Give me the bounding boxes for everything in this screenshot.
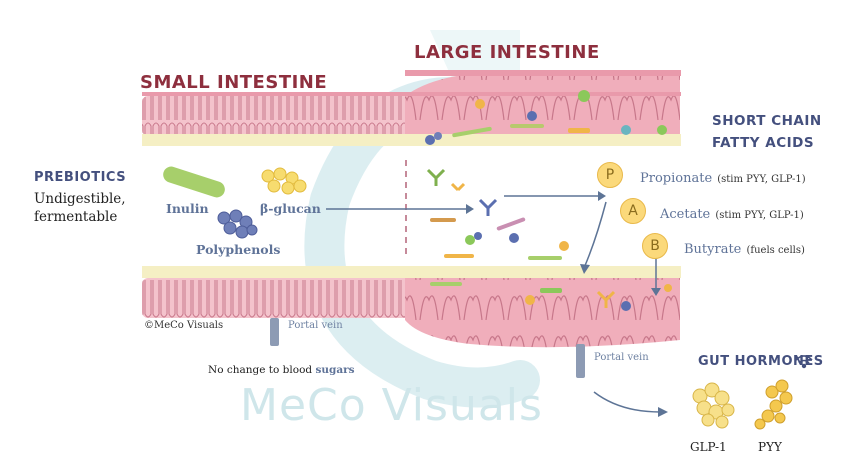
inulin-molecule [163,166,225,198]
portal-vein-large-label: Portal vein [594,352,649,363]
watermark-text: MeCo Visuals [240,380,543,431]
pyy-molecule [754,379,793,430]
propionate-name: Propionate [640,171,713,186]
butyrate-row: Butyrate (fuels cells) [684,238,805,257]
inulin-label: Inulin [166,201,209,216]
bacteria-particles [425,90,672,311]
upper-intestine-wall [142,70,681,146]
propionate-badge: P [597,162,623,188]
acetate-name: Acetate [660,207,711,222]
portal-vein-small [270,318,279,346]
wifi-signal-icon [795,355,813,369]
prebiotics-desc-line1: Undigestible, [34,191,126,207]
gut-hormones-title: GUT HORMONES [698,354,824,369]
copyright-label: ©MeCo Visuals [144,320,224,331]
beta-glucan-molecule [261,167,307,195]
acetate-row: Acetate (stim PYY, GLP-1) [660,203,804,222]
no-change-note: No change to blood sugars [208,364,355,376]
pyy-label: PYY [758,440,782,454]
prebiotics-desc-line2: fermentable [34,209,118,225]
beta-glucan-label: β-glucan [260,201,321,216]
acetate-badge: A [620,198,646,224]
portal-vein-small-label: Portal vein [288,320,343,331]
lower-intestine-wall [142,266,681,348]
polyphenols-molecule [217,209,258,239]
butyrate-badge: B [642,233,668,259]
prebiotics-description: Undigestible, fermentable [34,190,126,226]
small-intestine-title: SMALL INTESTINE [140,72,328,93]
propionate-row: Propionate (stim PYY, GLP-1) [640,167,806,186]
glp1-label: GLP-1 [690,440,727,454]
glp1-molecule [692,382,735,429]
scfa-title: SHORT CHAIN FATTY ACIDS [712,110,822,154]
large-intestine-title: LARGE INTESTINE [414,42,600,63]
propionate-note: (stim PYY, GLP-1) [717,174,806,185]
no-change-bold: sugars [315,364,355,376]
butyrate-note: (fuels cells) [746,245,805,256]
butyrate-name: Butyrate [684,242,742,257]
scfa-title-line2: FATTY ACIDS [712,135,815,151]
scfa-title-line1: SHORT CHAIN [712,113,822,129]
portal-vein-large [576,344,585,378]
no-change-prefix: No change to blood [208,364,316,376]
acetate-note: (stim PYY, GLP-1) [715,210,804,221]
prebiotics-title: PREBIOTICS [34,170,127,185]
polyphenols-label: Polyphenols [196,242,281,257]
